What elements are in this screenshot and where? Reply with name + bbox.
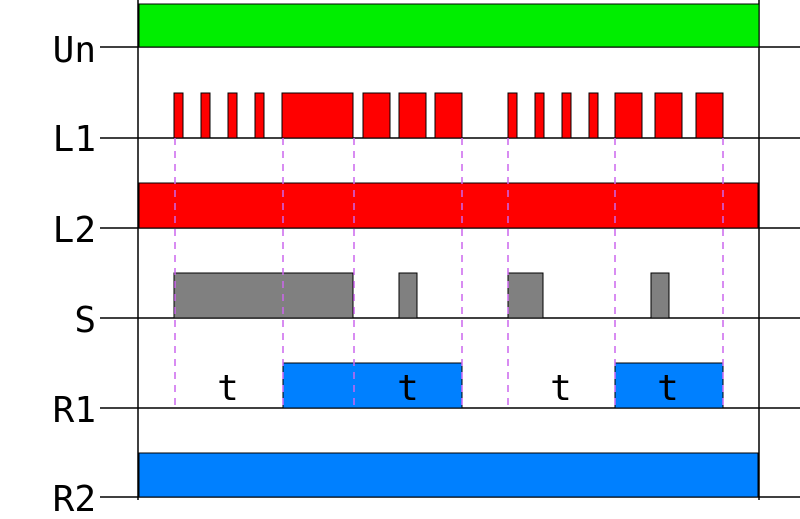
time-labels: t t t t [217,368,679,409]
row-label-r2: R2 [53,479,96,519]
l1-pulse [614,92,643,139]
row-label-un: Un [53,30,96,71]
un-signal-bar [138,3,760,48]
time-label: t [550,368,572,409]
l1-pulse [362,92,391,139]
l1-pulse [434,92,463,139]
time-label: t [217,368,239,409]
l1-pulse [695,92,724,139]
s-pulse [507,272,544,319]
l1-signal [173,92,724,139]
row-label-r1: R1 [53,390,96,431]
r2-signal-bar [138,452,759,498]
l1-pulse [227,92,238,139]
l1-pulse [561,92,572,139]
row-labels: Un L1 L2 S R1 R2 [53,30,96,519]
row-label-l2: L2 [53,210,96,251]
l1-pulse [173,92,184,139]
l1-pulse [398,92,427,139]
time-label: t [397,368,419,409]
r1-pulse [614,362,724,409]
l1-pulse [534,92,545,139]
l1-pulse [281,92,354,139]
l1-pulse [254,92,265,139]
s-pulse [398,272,418,319]
r1-pulse [282,362,463,409]
s-signal [173,272,670,319]
l1-pulse [507,92,518,139]
row-label-s: S [74,300,96,341]
s-pulse [650,272,670,319]
l1-pulse [588,92,599,139]
timing-markers [174,138,724,408]
s-pulse [173,272,354,319]
time-label: t [657,368,679,409]
diagram-frame [137,0,760,500]
l1-pulse [654,92,683,139]
l2-signal-bar [138,182,759,229]
row-label-l1: L1 [53,119,96,160]
l1-pulse [200,92,211,139]
